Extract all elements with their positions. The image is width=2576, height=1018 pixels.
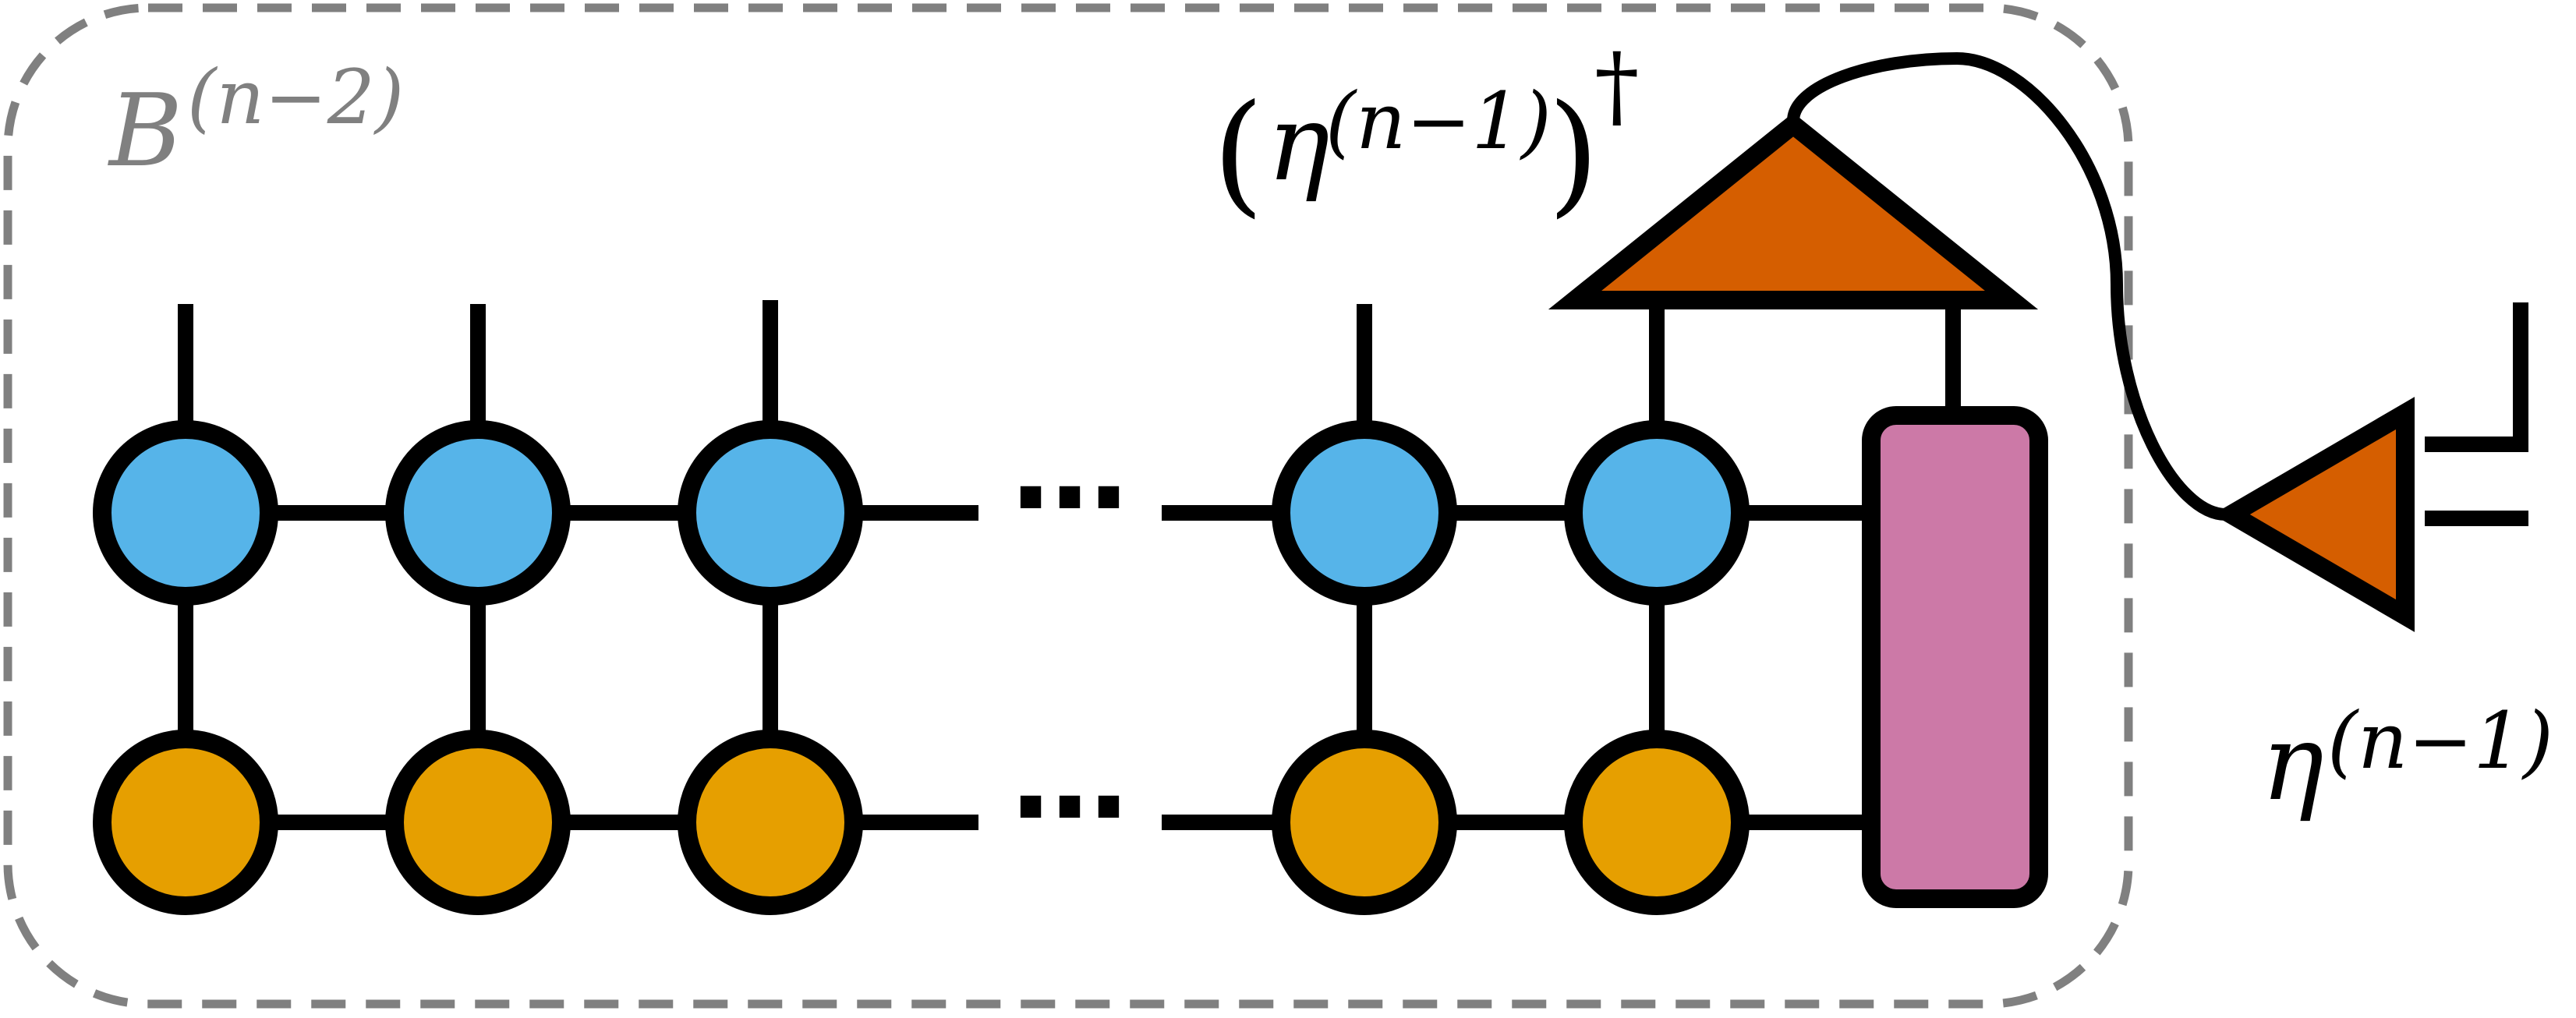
eta-dagger-superscript: (n−1)	[1325, 76, 1552, 167]
bottom-row-sites	[93, 730, 1750, 915]
block-boundary	[3, 3, 2133, 1009]
eta-label-superscript: (n−1)	[2327, 695, 2553, 786]
eta-label: η (n−1)	[2261, 695, 2553, 824]
isometry-tensor	[2213, 397, 2415, 632]
block-label: B (n−2)	[108, 54, 404, 189]
top-row-sites	[93, 420, 1750, 606]
eta-dagger-base: η	[1267, 82, 1330, 204]
bottom-site-1	[93, 730, 278, 915]
isometry-dagger-tensor	[1548, 112, 2039, 309]
eta-dagger-symbol: †	[1594, 34, 1640, 139]
eta-label-base: η	[2261, 702, 2324, 824]
eta-open-leg-upper	[2425, 302, 2528, 452]
environment-tensor	[1862, 406, 2048, 908]
ellipsis-top: ⋯	[1011, 430, 1128, 566]
eta-dagger-open-paren: (	[1212, 76, 1264, 231]
top-site-3	[678, 420, 863, 606]
bottom-site-5	[1564, 730, 1750, 915]
isometry-connecting-bond	[1787, 51, 2227, 521]
top-site-5	[1564, 420, 1750, 606]
bottom-site-4	[1272, 730, 1457, 915]
top-site-2	[385, 420, 571, 606]
ellipsis-bottom: ⋯	[1011, 740, 1128, 875]
bottom-site-2	[385, 730, 571, 915]
block-label-superscript: (n−2)	[187, 54, 404, 141]
top-site-4	[1272, 420, 1457, 606]
eta-dagger-close-paren: )	[1548, 76, 1599, 231]
top-site-1	[93, 420, 278, 606]
bottom-site-3	[678, 730, 863, 915]
bonds	[178, 300, 2528, 830]
block-label-base: B	[108, 73, 182, 189]
eta-dagger-label: ( η (n−1) ) †	[1212, 34, 1640, 231]
